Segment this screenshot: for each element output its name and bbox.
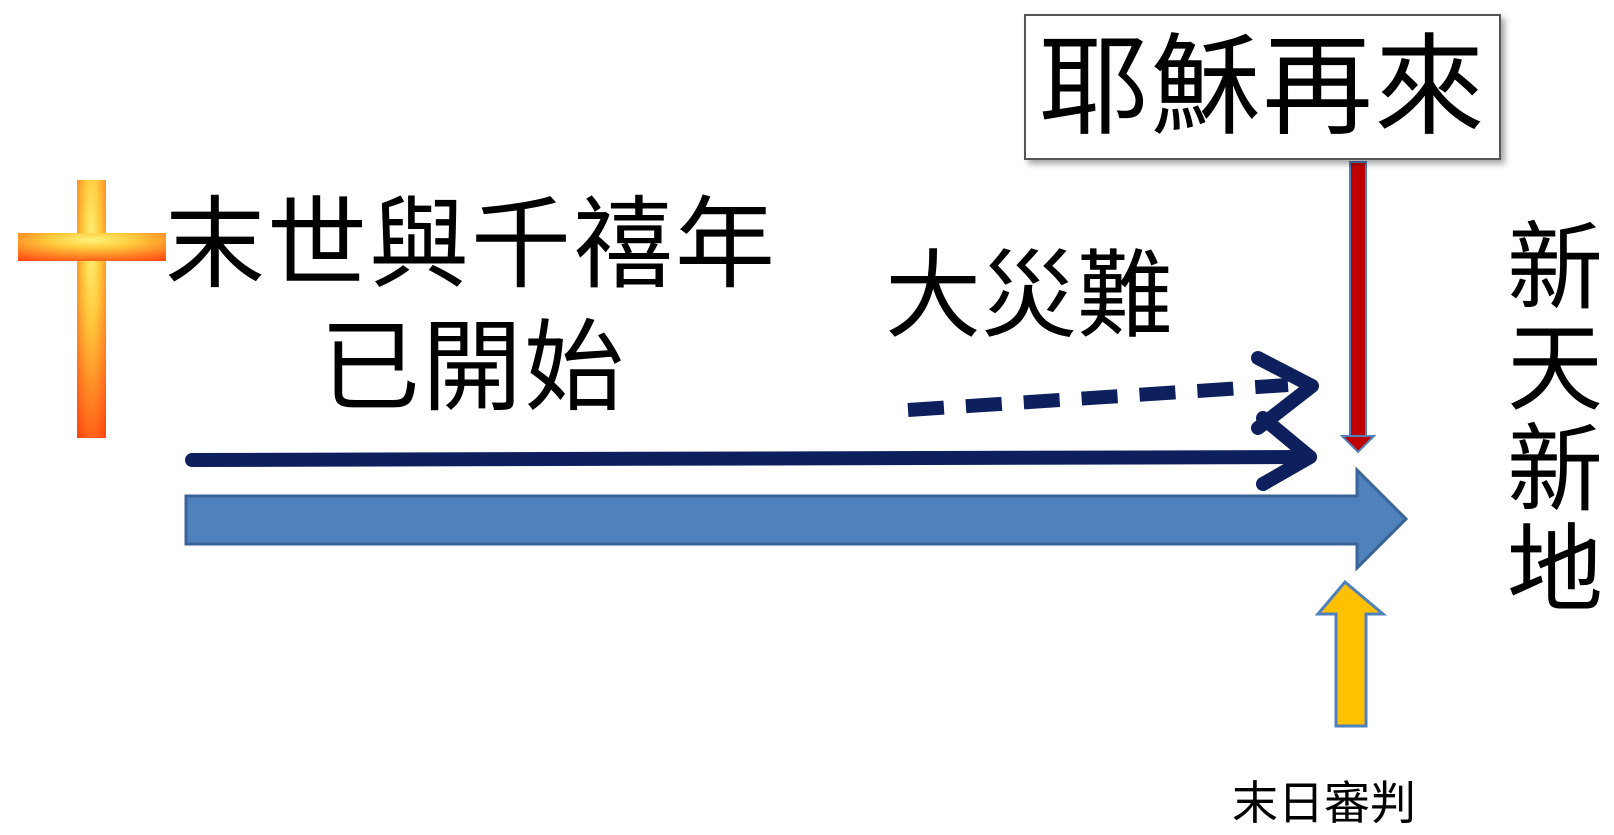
new-heaven-label: 新天新地 [1507,212,1603,627]
title-line-1: 末世與千禧年 [165,186,777,303]
title-line-2: 已開始 [320,309,626,426]
second-coming-box: 耶穌再來 [1024,14,1501,160]
judgement-arrow [1314,579,1388,728]
present-age-arrow [185,411,1317,491]
tribulation-arrow [907,351,1319,435]
cross-icon [18,180,166,438]
judgement-label: 末日審判 [1232,776,1416,830]
tribulation-label: 大災難 [885,240,1173,352]
main-timeline-arrow [184,466,1409,572]
second-coming-label: 耶穌再來 [1038,23,1487,151]
second-coming-arrow [1339,161,1377,454]
